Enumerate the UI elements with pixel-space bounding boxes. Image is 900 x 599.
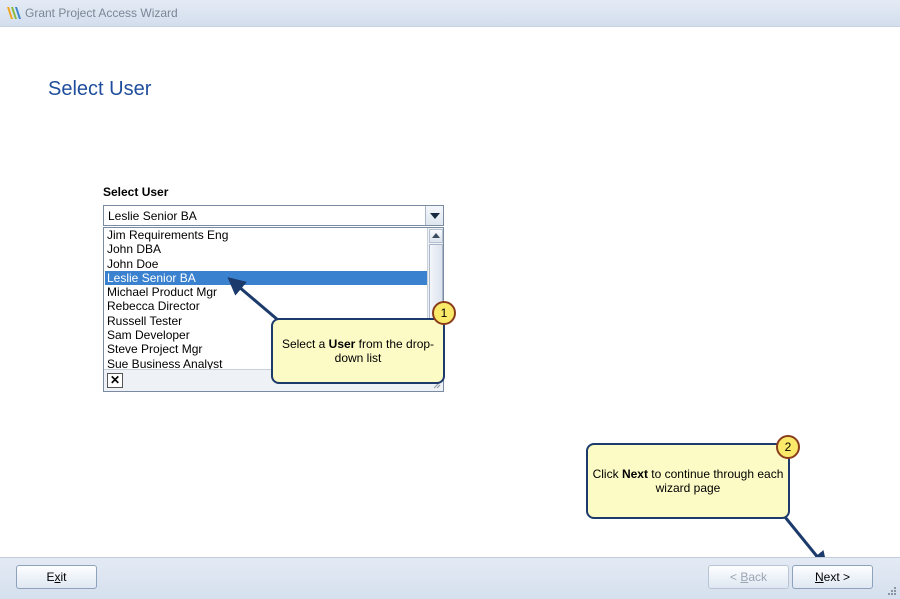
list-item[interactable]: Jim Requirements Eng	[107, 228, 229, 242]
exit-button[interactable]: Exit	[16, 565, 97, 589]
callout-select-user: Select a User from the drop-down list	[271, 318, 445, 384]
list-item[interactable]: Sue Business Analyst	[107, 356, 223, 371]
combobox-value: Leslie Senior BA	[108, 209, 197, 223]
callout-2-text-post: to continue through each wizard page	[647, 467, 784, 495]
next-label-post: ext >	[823, 570, 851, 584]
list-item[interactable]: Rebecca Director	[107, 299, 200, 314]
chevron-down-icon	[430, 213, 440, 219]
select-user-label: Select User	[103, 185, 169, 199]
title-bar: Grant Project Access Wizard	[0, 0, 900, 27]
list-item[interactable]: John DBA	[107, 242, 162, 257]
exit-label-post: it	[60, 570, 67, 584]
back-label-pre: <	[729, 570, 741, 584]
callout-1-text-bold: User	[328, 337, 356, 351]
callout-1-badge: 1	[432, 301, 456, 325]
list-item[interactable]: Sam Developer	[107, 328, 190, 343]
list-item[interactable]: John Doe	[107, 256, 159, 271]
user-combobox[interactable]: Leslie Senior BA	[103, 205, 444, 226]
page-title: Select User	[48, 78, 152, 100]
window-title: Grant Project Access Wizard	[25, 6, 178, 20]
list-item[interactable]: Russell Tester	[107, 313, 183, 328]
dropdown-toggle-button[interactable]	[425, 206, 443, 225]
back-label-mnemonic: B	[740, 570, 749, 584]
wizard-footer: Exit < Back Next >	[0, 557, 900, 599]
callout-2-text-pre: Click	[592, 467, 622, 481]
exit-label-mnemonic: x	[54, 570, 61, 584]
app-logo-icon	[7, 7, 21, 19]
callout-2-text-bold: Next	[621, 467, 648, 481]
clear-selection-button[interactable]: ✕	[107, 373, 123, 388]
callout-click-next: Click Next to continue through each wiza…	[586, 443, 790, 519]
back-label-post: ack	[748, 570, 768, 584]
callout-1-text-pre: Select a	[281, 337, 329, 351]
list-item[interactable]: Michael Product Mgr	[107, 285, 218, 300]
back-button[interactable]: < Back	[708, 565, 789, 589]
callout-1-text-post: from the drop-down list	[334, 337, 435, 365]
next-label-mnemonic: N	[814, 570, 824, 584]
list-item[interactable]: Leslie Senior BA	[105, 270, 429, 286]
callout-2-badge: 2	[776, 435, 800, 459]
list-item[interactable]: Steve Project Mgr	[107, 342, 203, 357]
chevron-up-icon	[432, 233, 440, 238]
window-resize-grip-icon[interactable]	[886, 585, 896, 595]
scroll-up-button[interactable]	[429, 229, 443, 243]
exit-label-pre: E	[46, 570, 55, 584]
next-button[interactable]: Next >	[792, 565, 873, 589]
